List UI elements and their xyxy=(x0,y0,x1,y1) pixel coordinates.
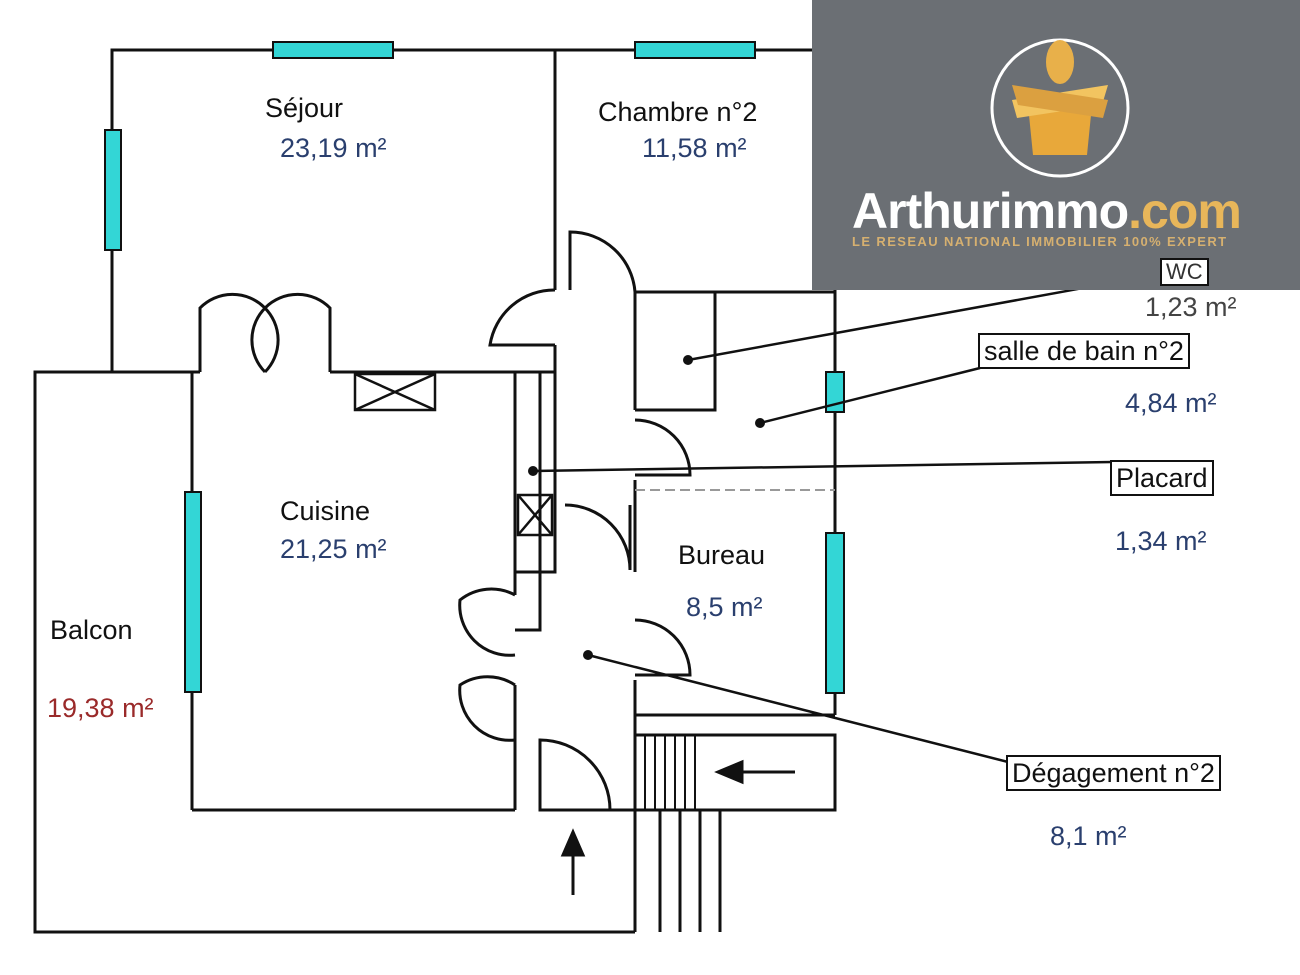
room-area-balcon: 19,38 m² xyxy=(47,693,154,723)
room-area-placard: 1,34 m² xyxy=(1115,526,1207,556)
label-salle-de-bain2: salle de bain n°2 xyxy=(978,333,1190,369)
walls xyxy=(33,48,837,934)
windows xyxy=(104,41,845,694)
room-area-degagement2: 8,1 m² xyxy=(1050,821,1127,851)
logo-tagline: LE RESEAU NATIONAL IMMOBILIER 100% EXPER… xyxy=(852,234,1228,249)
room-area-cuisine: 21,25 m² xyxy=(280,534,387,564)
room-area-wc: 1,23 m² xyxy=(1145,292,1237,322)
room-area-sejour: 23,19 m² xyxy=(280,133,387,163)
room-name-chambre2: Chambre n°2 xyxy=(598,97,758,127)
room-area-chambre2: 11,58 m² xyxy=(642,133,747,163)
label-placard: Placard xyxy=(1110,460,1214,496)
label-degagement2: Dégagement n°2 xyxy=(1006,755,1221,791)
stair-hatching xyxy=(644,735,696,810)
leader-dots xyxy=(528,355,765,660)
mascot-icon xyxy=(990,38,1130,178)
room-area-salle-de-bain2: 4,84 m² xyxy=(1125,388,1217,418)
label-wc: WC xyxy=(1160,258,1209,286)
ventilation-icon xyxy=(353,372,554,537)
arthurimmo-logo: Arthurimmo.com LE RESEAU NATIONAL IMMOBI… xyxy=(812,0,1300,290)
room-name-sejour: Séjour xyxy=(265,93,344,123)
room-name-cuisine: Cuisine xyxy=(280,496,371,526)
arrow-icon xyxy=(560,759,795,895)
room-name-bureau: Bureau xyxy=(678,540,766,570)
room-area-bureau: 8,5 m² xyxy=(686,592,763,622)
logo-brand: Arthurimmo.com xyxy=(852,183,1242,239)
room-name-balcon: Balcon xyxy=(50,615,133,645)
